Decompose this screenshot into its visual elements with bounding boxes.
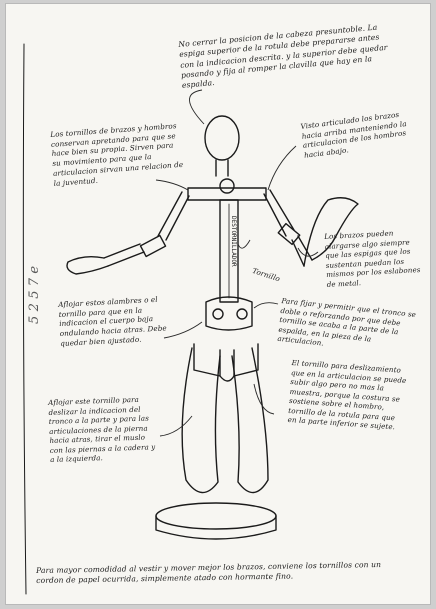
note-left-arm: Los tornillos de brazos y hombros conser…	[50, 121, 186, 188]
note-waist: Aflojar estos alambres o el tornillo par…	[58, 294, 178, 349]
mannequin-base-rim	[156, 516, 276, 539]
mannequin-base	[156, 503, 276, 529]
right-upper-arm	[264, 190, 294, 236]
leader-lower-left	[160, 416, 192, 436]
left-upper-arm	[158, 192, 189, 240]
leader-shoulder-right	[268, 146, 296, 190]
leader-tornillo	[238, 240, 250, 248]
leader-shoulder	[156, 180, 188, 190]
note-lower-right: El tornillo para deslizamiento que en la…	[287, 358, 407, 433]
note-right-arm: Los brazos pueden alargarse algo siempre…	[324, 227, 425, 289]
leader-mid-right	[254, 303, 278, 308]
margin-marks: 5 2 5 7 e	[26, 266, 44, 324]
leader-lower-right	[254, 384, 274, 414]
note-lower-left: Aflojar este tornillo para deslizar la i…	[48, 394, 158, 465]
mannequin-neck	[216, 160, 228, 176]
right-leg	[232, 348, 268, 493]
spine-label: DESTORNILLADOR	[230, 216, 237, 267]
shoulder-bar	[188, 188, 266, 200]
thigh-left	[194, 344, 220, 376]
left-elbow-joint	[140, 236, 165, 257]
mannequin-head	[205, 116, 239, 160]
leader-top	[189, 90, 204, 124]
manuscript-sheet: DESTORNILLADOR 5 2 5 7 e No cerrar la po…	[6, 4, 430, 604]
left-hand	[67, 257, 108, 274]
left-forearm	[104, 244, 144, 266]
